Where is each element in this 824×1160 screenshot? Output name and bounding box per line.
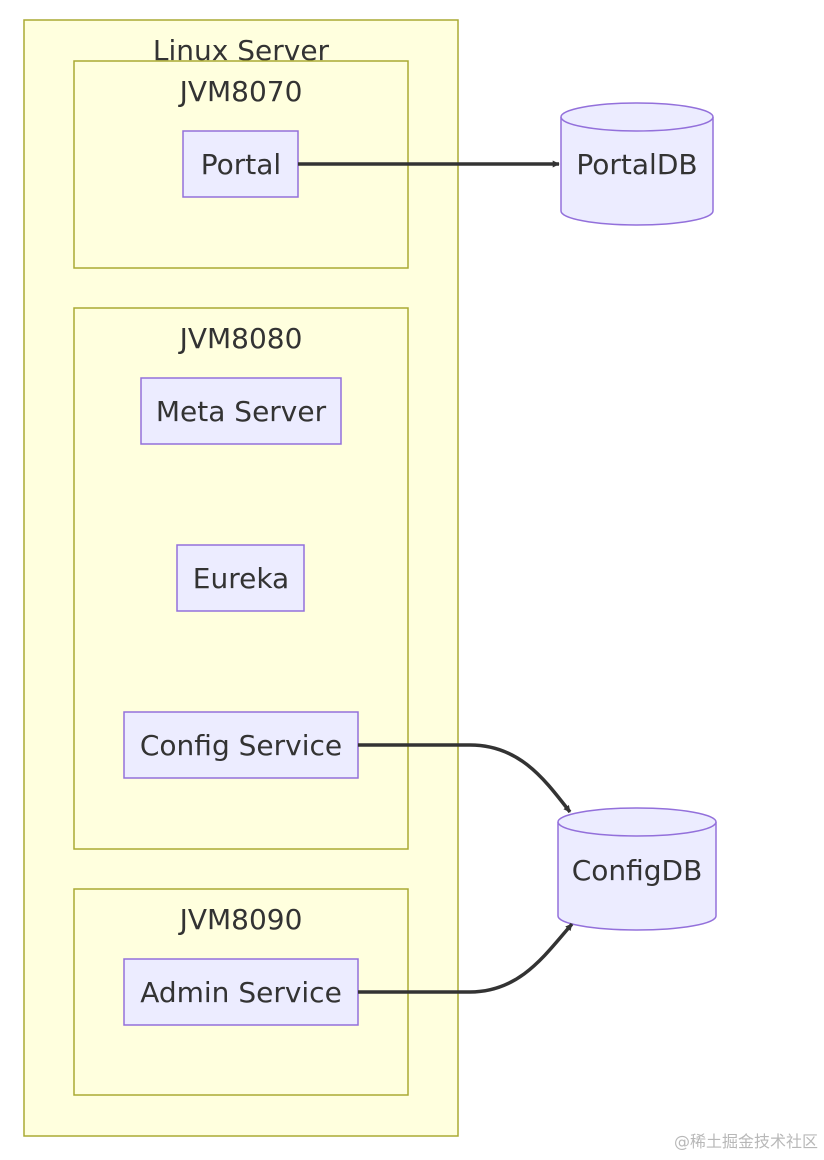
admin-service-label: Admin Service [140,976,342,1009]
admin-service-box [123,958,359,1026]
node-portal[interactable]: Portal [182,130,299,198]
node-meta-server[interactable]: Meta Server [140,377,342,445]
portal-label: Portal [201,148,281,181]
node-admin-service[interactable]: Admin Service [123,958,359,1026]
edge-admin-service-to-configdb [358,922,574,994]
meta-server-label: Meta Server [156,395,327,428]
config-service-label: Config Service [140,729,342,762]
node-config-service[interactable]: Config Service [123,711,359,779]
portal-box [182,130,299,198]
db-portaldb[interactable]: PortalDB [560,102,714,226]
configdb-label: ConfigDB [572,854,703,887]
portaldb-label: PortalDB [576,148,697,181]
eureka-box [176,544,305,612]
eureka-label: Eureka [193,562,289,595]
node-eureka[interactable]: Eureka [176,544,305,612]
configdb-cylinder-top [557,807,717,837]
db-configdb[interactable]: ConfigDB [557,807,717,931]
portaldb-cylinder-body [560,117,714,226]
meta-server-box [140,377,342,445]
configdb-cylinder-body [557,822,717,931]
jvm8070-label: JVM8070 [178,75,303,108]
edge-config-service-to-configdb [358,743,572,814]
watermark: @稀土掘金技术社区 [673,1132,818,1151]
jvm8080-label: JVM8080 [178,322,303,355]
jvm8090-label: JVM8090 [178,903,303,936]
portaldb-cylinder-top [560,102,714,132]
